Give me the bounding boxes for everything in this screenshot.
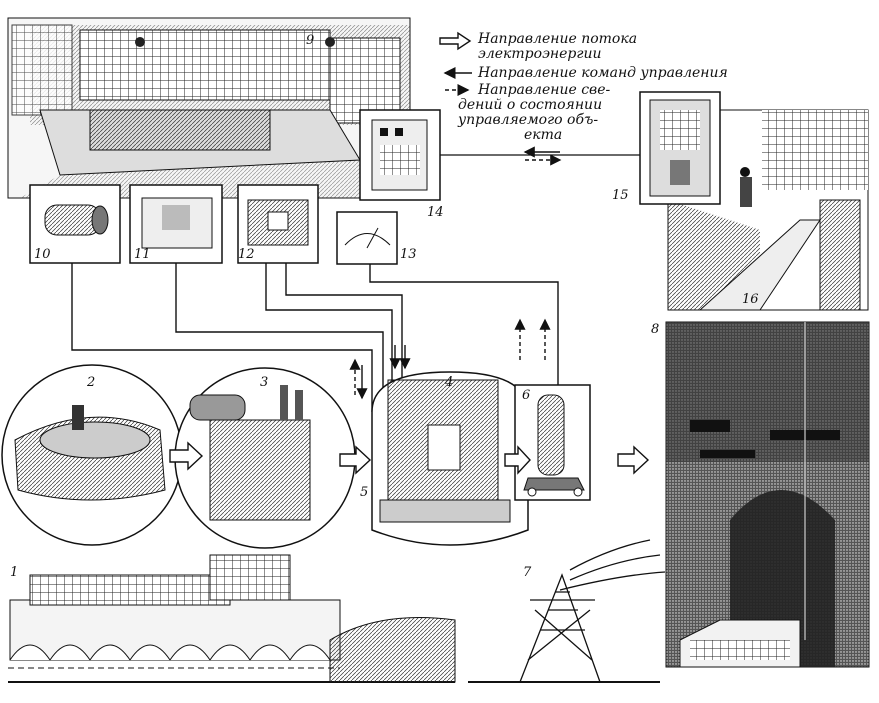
label-15: 15: [612, 188, 629, 203]
legend-status-label-4: екта: [524, 127, 563, 143]
label-1: 1: [10, 565, 19, 580]
fuse-box-10: [29, 184, 121, 264]
label-12: 12: [238, 247, 255, 262]
relay-box-11: [129, 184, 223, 264]
label-2: 2: [87, 375, 96, 390]
legend-arrows: [439, 31, 562, 166]
legend-control-commands-label: Направление команд управления: [478, 65, 728, 81]
legend-energy-flow-label-2: электроэнергии: [478, 46, 602, 62]
label-4: 4: [445, 375, 454, 390]
label-14: 14: [427, 205, 444, 220]
legend-status-label-3: управляемого объ-: [458, 112, 599, 128]
label-9: 9: [306, 33, 315, 48]
legend-status-label-1: Направление све-: [478, 82, 611, 98]
city-illustration-8: [665, 321, 870, 668]
cabinet-box-15: [639, 91, 721, 205]
label-11: 11: [134, 247, 151, 262]
legend-energy-flow-label-1: Направление потока: [478, 31, 638, 47]
legend-energy-flow: Направление потока: [440, 32, 780, 47]
cabinet-box-14: [359, 109, 441, 201]
label-5: 5: [360, 485, 369, 500]
legend-status-cont-3: екта: [440, 128, 780, 143]
legend-energy-flow-cont: электроэнергии: [440, 47, 780, 62]
power-station-illustration-1: [8, 554, 456, 683]
legend-status-info: Направление све-: [440, 83, 780, 98]
label-10: 10: [34, 247, 51, 262]
contactor-box-12: [237, 184, 319, 264]
label-7: 7: [523, 565, 532, 580]
control-room-illustration: [7, 17, 411, 199]
legend-status-cont-1: дений о состоянии: [440, 98, 780, 113]
switchgear-circle-4: [371, 371, 529, 546]
breaker-box-6: [514, 384, 591, 501]
generator-circle-2: [1, 364, 183, 546]
legend-status-label-2: дений о состоянии: [458, 97, 603, 113]
label-8: 8: [651, 322, 660, 337]
label-3: 3: [260, 375, 269, 390]
control-wiring: [71, 263, 559, 412]
ammeter-13: [336, 211, 398, 265]
label-16: 16: [742, 292, 759, 307]
label-6: 6: [522, 388, 531, 403]
transmission-tower-7: [468, 539, 666, 683]
energy-flow-arrows: [169, 441, 650, 475]
energy-flow-arrow-symbol: [439, 31, 472, 51]
transformer-circle-3: [174, 367, 356, 549]
legend-control-commands: Направление команд управления: [440, 66, 780, 81]
legend-status-cont-2: управляемого объ-: [440, 113, 780, 128]
label-13: 13: [400, 247, 417, 262]
legend: Направление потока электроэнергии Направ…: [440, 32, 780, 143]
